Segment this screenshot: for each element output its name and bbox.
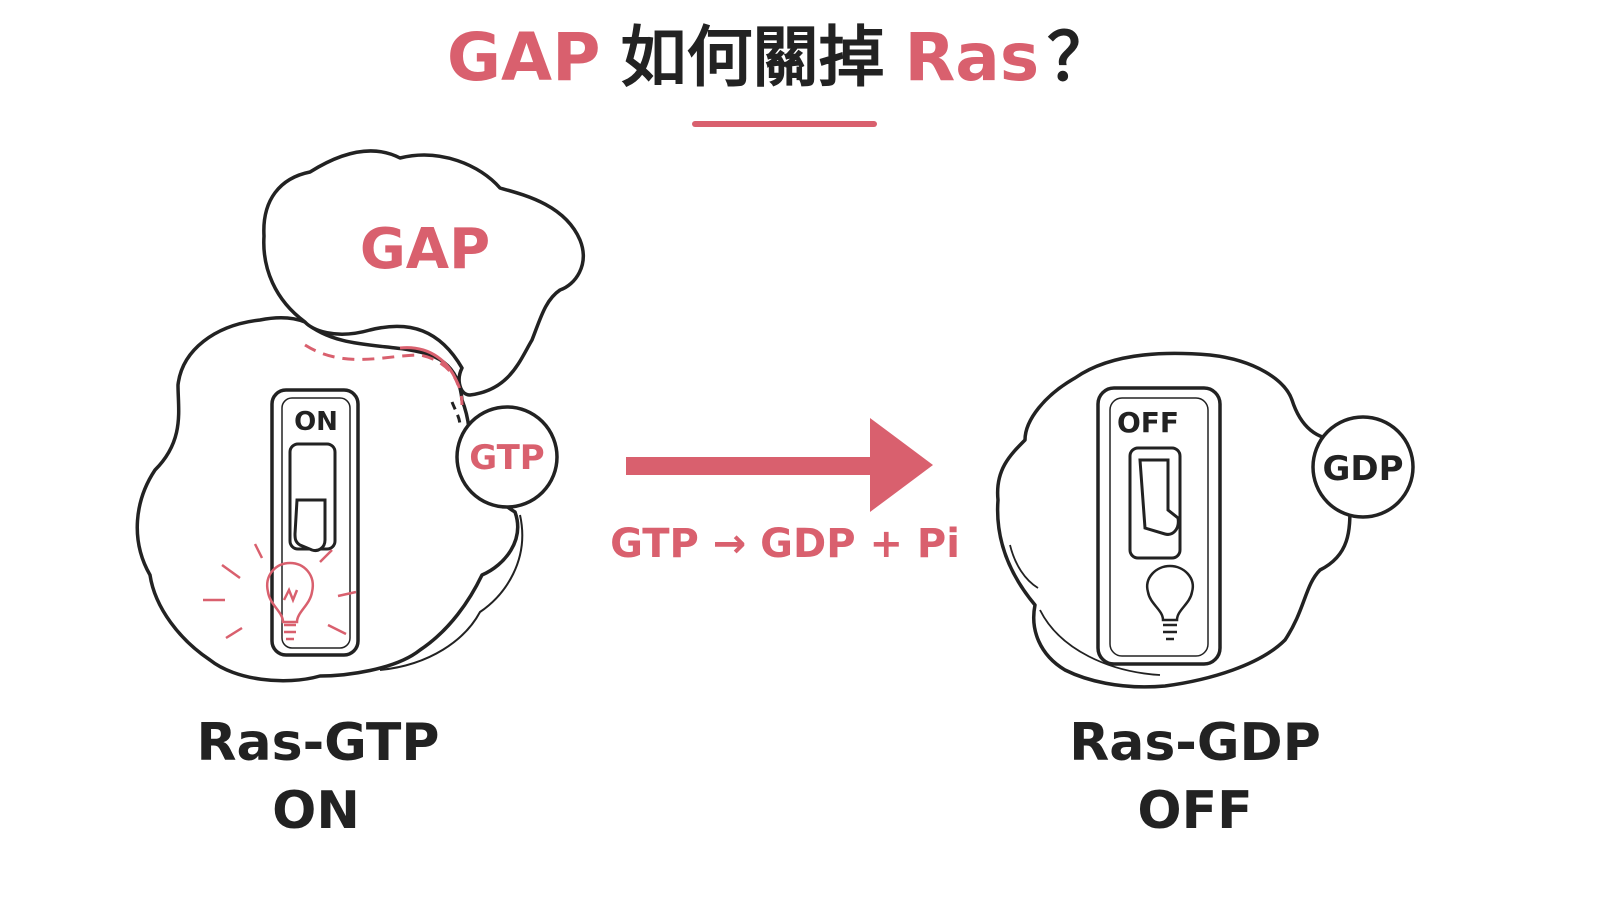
on-switch-label: ON [294, 407, 338, 437]
on-switch-toggle [293, 498, 327, 552]
ras-gdp-caption: Ras-GDP [1069, 713, 1321, 773]
lightbulb-lit-icon [203, 543, 357, 641]
ras-gdp-edge-detail [1009, 544, 1161, 676]
gap-ras-interface-link [450, 401, 462, 427]
gtp-node [455, 405, 559, 509]
ras-gtp-shadow-edge [379, 514, 524, 671]
gap-ras-interface-inner [399, 346, 460, 386]
gdp-label: GDP [1322, 449, 1403, 489]
title-gap: GAP [447, 19, 601, 96]
title-question: ？ [1047, 19, 1113, 96]
off-switch-toggle [1138, 458, 1180, 536]
title-verb: 如何關掉 [620, 19, 884, 96]
off-switch-label: OFF [1117, 406, 1179, 439]
gap-cloud [262, 149, 585, 397]
gdp-node [1311, 415, 1415, 519]
arrow-right-icon [626, 418, 933, 512]
on-switch-plate-inner [281, 397, 351, 649]
ras-gdp-state: OFF [1137, 781, 1252, 841]
title-ras: Ras [904, 19, 1039, 96]
gap-label: GAP [360, 217, 490, 282]
ras-gtp-state: ON [272, 781, 360, 841]
gtp-label: GTP [469, 438, 544, 478]
title-underline [692, 121, 877, 127]
hydrolysis-reaction-label: GTP → GDP + Pi [610, 521, 960, 567]
off-switch-plate-inner [1109, 397, 1209, 657]
ras-gtp-caption: Ras-GTP [196, 713, 439, 773]
lightbulb-unlit-icon [1145, 564, 1195, 641]
